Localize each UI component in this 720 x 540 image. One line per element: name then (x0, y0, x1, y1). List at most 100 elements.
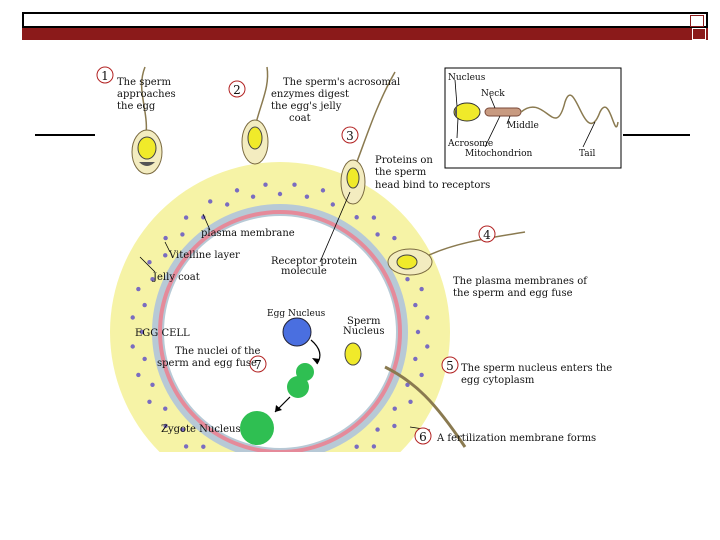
title-rule-left (35, 134, 97, 136)
egg-nucleus-shape (282, 317, 312, 347)
jelly-dot (392, 423, 397, 429)
jelly-dot (224, 202, 230, 207)
egg-cell-label: EGG CELL (135, 328, 190, 339)
jelly-dot (415, 329, 421, 335)
receptor-protein-label: Receptor protein molecule (271, 256, 360, 277)
zygote-nucleus-label: Zygote Nucleus (161, 424, 241, 435)
jelly-dot (183, 215, 189, 220)
step-6-caption: A fertilization membrane forms (436, 433, 596, 444)
step-6-number: 6 (419, 430, 427, 444)
jelly-dot (413, 356, 418, 362)
jelly-dot (292, 182, 297, 187)
jelly-dot (405, 382, 410, 388)
step-2-caption: The sperm's acrosomal enzymes digest the… (271, 77, 403, 124)
sperm-cells (131, 66, 526, 448)
jelly-dot (375, 427, 380, 432)
jelly-dot (425, 344, 430, 349)
jelly-dot (392, 406, 397, 411)
sperm-3-head (346, 167, 360, 189)
jelly-dot (263, 182, 268, 187)
jelly-dot (320, 188, 326, 193)
sperm-1-head (137, 136, 157, 160)
jelly-dot (139, 329, 145, 335)
jelly-dot (150, 382, 155, 388)
jelly-dot (130, 344, 135, 349)
jelly-dot (201, 444, 206, 449)
jelly-dot (142, 356, 147, 362)
sperm-4-head (396, 254, 418, 270)
jelly-dot (405, 276, 410, 282)
corner-square (690, 15, 704, 27)
slide-accent-bar (22, 28, 708, 40)
jelly-dot (163, 423, 168, 429)
sperm-nucleus-label: Sperm Nucleus (343, 316, 384, 337)
jelly-dot (408, 399, 413, 404)
step-7-caption: The nuclei of the sperm and egg fuse (157, 346, 264, 369)
egg-cytoplasm (164, 216, 396, 448)
sperm-anatomy-inset (444, 67, 622, 169)
step-1-caption: The sperm approaches the egg (117, 77, 179, 112)
jelly-dot (250, 194, 256, 199)
fusing-nuclei (287, 363, 314, 398)
jelly-dot (354, 215, 359, 220)
step-4-number: 4 (483, 228, 491, 242)
egg-cell (110, 162, 450, 452)
zygote-nucleus-shape (240, 411, 274, 445)
step-3-caption: Proteins on the sperm head bind to recep… (375, 155, 490, 191)
inset-tail-label: Tail (579, 149, 596, 159)
jelly-dot (180, 427, 185, 432)
jelly-dot (163, 253, 168, 258)
jelly-dot (142, 302, 147, 308)
inset-acrosome-label: Acrosome (447, 139, 493, 149)
jelly-dot (371, 215, 377, 220)
jelly-dot (413, 302, 418, 308)
step-4-caption: The plasma membranes of the sperm and eg… (453, 276, 590, 299)
jelly-dot (147, 260, 152, 265)
step-numbers: 1 2 3 4 5 6 7 (96, 66, 496, 445)
jelly-dot (277, 191, 283, 197)
egg-nucleus-label: Egg Nucleus (267, 309, 326, 319)
title-rule-right (620, 134, 690, 136)
jelly-dot (208, 199, 213, 204)
inset-mitochondrion-label: Mitochondrion (465, 149, 533, 159)
jelly-dot (330, 202, 336, 207)
jelly-dot (183, 444, 189, 449)
vitelline-layer-label: Vitelline layer (168, 250, 240, 261)
jelly-dot (180, 232, 185, 237)
jelly-dot (419, 372, 424, 378)
membrane-dots (130, 182, 430, 449)
jelly-dot (147, 399, 152, 404)
sperm-nucleus-shape (344, 342, 362, 366)
jelly-dot (136, 372, 141, 378)
jelly-dot (234, 188, 240, 193)
plasma-membrane-label: plasma membrane (201, 228, 295, 239)
jelly-dot (130, 315, 135, 320)
sperm-2-head (247, 126, 263, 150)
jelly-dot (304, 194, 310, 199)
inset-neck-label: Neck (481, 89, 505, 99)
step-3-number: 3 (346, 129, 354, 143)
jelly-dot (150, 276, 155, 282)
corner-square (692, 28, 706, 40)
inset-nucleus-label: Nucleus (448, 73, 486, 83)
jelly-dot (136, 286, 141, 292)
step-2-number: 2 (233, 83, 241, 97)
jelly-dot (392, 235, 397, 241)
jelly-dot (354, 444, 359, 449)
jelly-dot (163, 406, 168, 411)
jelly-coat-label: Jelly coat (152, 272, 200, 283)
step-7-number: 7 (254, 358, 262, 372)
jelly-dot (371, 444, 377, 449)
fertilization-diagram: 1 2 3 4 5 6 7 The sperm approaches the e… (95, 62, 623, 452)
plasma-membrane-line (158, 210, 402, 452)
jelly-dot (201, 215, 206, 220)
jelly-dot (375, 232, 380, 237)
slide-top-bar (22, 12, 708, 28)
step-5-caption: The sperm nucleus enters the egg cytopla… (461, 363, 615, 386)
inset-middle-label: Middle (507, 121, 539, 131)
jelly-dot (419, 286, 424, 292)
jelly-dot (425, 315, 430, 320)
step-5-number: 5 (446, 359, 454, 373)
jelly-dot (163, 235, 168, 241)
leader-lines (139, 79, 596, 431)
